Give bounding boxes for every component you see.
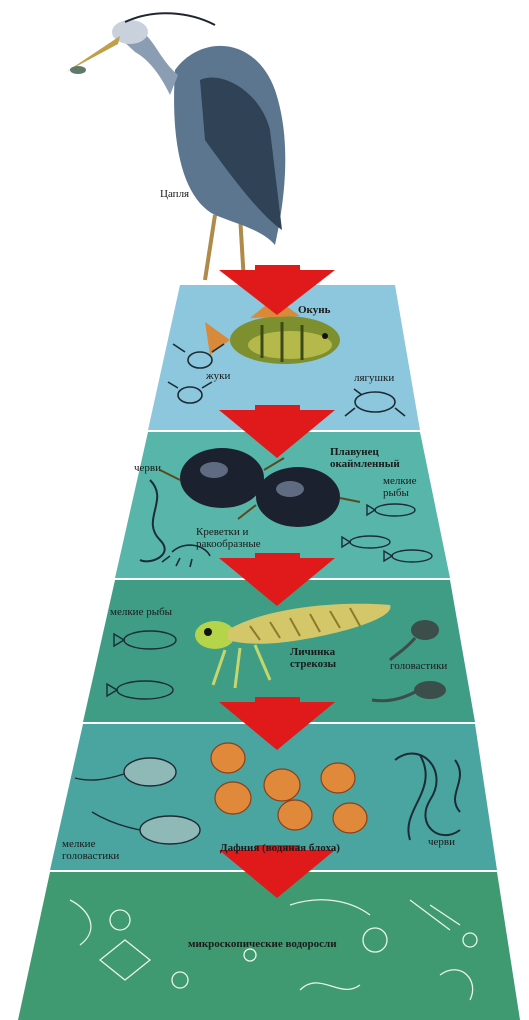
diving-beetle-label: Плавунец окаймленный [330,446,414,470]
worms-label-level-4: черви [428,836,455,848]
daphnia-label: Дафния (водяная блоха) [220,842,340,854]
beetles-label: жуки [206,370,230,382]
small-fish-label-level-2: мелкие рыбы [383,475,433,499]
algae-label: микроскопические водоросли [188,938,337,950]
shrimp-label: Креветки и ракообразные [196,526,286,550]
frogs-label: лягушки [354,372,394,384]
worms-label: черви [134,462,161,474]
heron-label: Цапля [160,188,189,200]
perch-label: Окунь [298,304,330,316]
small-fish-label-level-3: мелкие рыбы [110,606,172,618]
heron-icon [66,13,285,282]
small-tadpoles-label: мелкие головастики [62,838,142,862]
dragonfly-larva-label: Личинка стрекозы [290,646,362,670]
tadpoles-label: головастики [390,660,447,672]
